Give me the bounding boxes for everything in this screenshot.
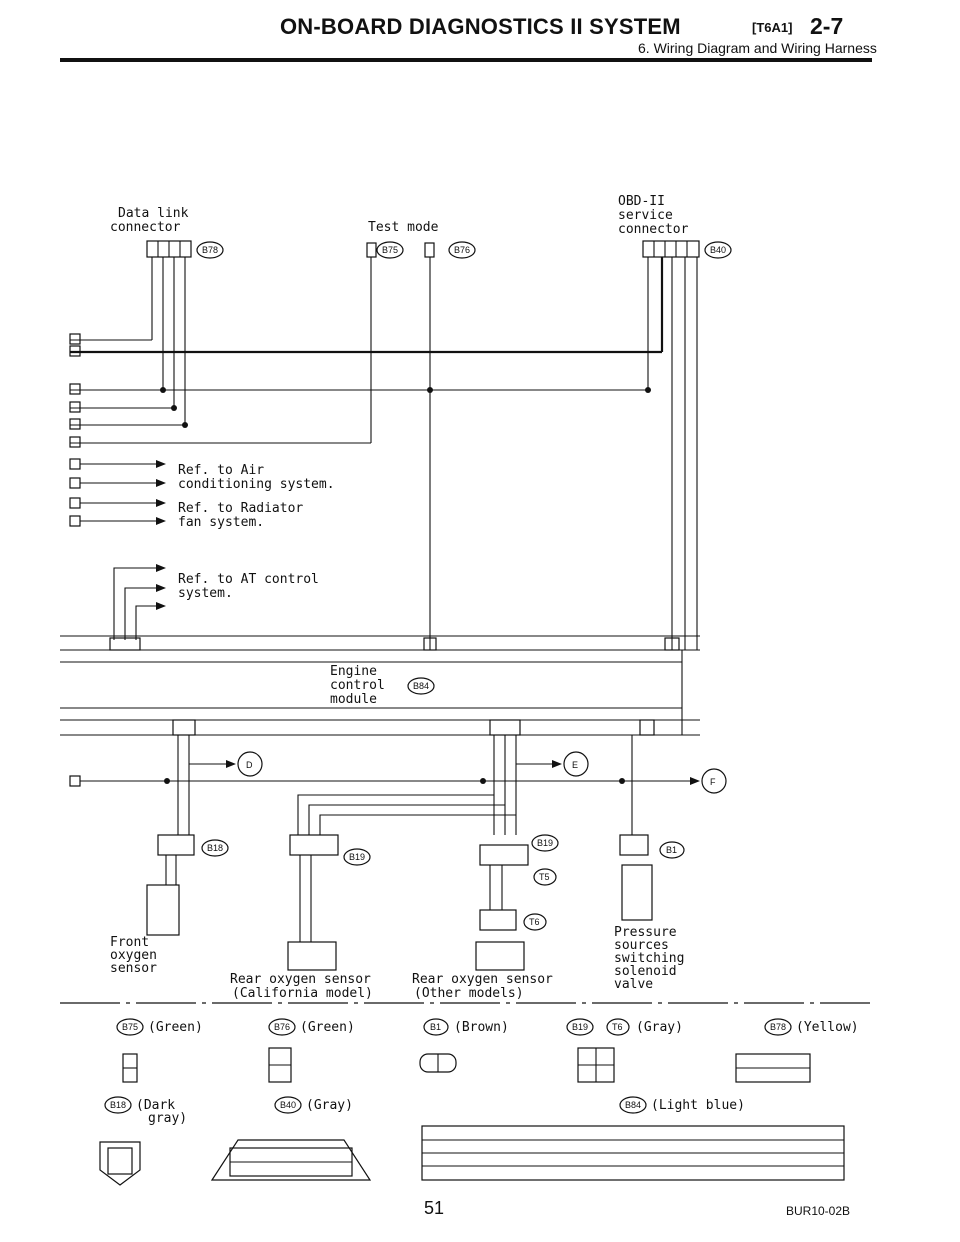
connector-b40-badge [704, 241, 732, 259]
test-mode-b76-terminal [424, 242, 435, 258]
svg-text:B1: B1 [430, 1022, 441, 1032]
svg-text:B75: B75 [122, 1022, 138, 1032]
rear-sensor-other [475, 941, 525, 971]
connector-b76-label: B76 [454, 245, 470, 255]
svg-text:B19: B19 [572, 1022, 588, 1032]
page-number: 51 [424, 1198, 445, 1218]
rear-cal-label: Rear oxygen sensor [230, 972, 371, 987]
junction-d-label: D [246, 760, 253, 770]
page-ref: 2-7 [810, 13, 844, 39]
junction-d [237, 751, 263, 777]
legend-b76: (Green) [300, 1020, 355, 1035]
legend-b78: (Yellow) [796, 1020, 859, 1035]
pressure-label-4: solenoid [614, 964, 677, 979]
pressure-label-3: switching [614, 951, 684, 966]
front-sensor-label: Front [110, 935, 149, 950]
test-mode-label: Test mode [368, 220, 439, 235]
svg-text:B1: B1 [666, 845, 677, 855]
page-subtitle: 6. Wiring Diagram and Wiring Harness [638, 40, 877, 56]
svg-text:B84: B84 [625, 1100, 641, 1110]
legend-b18: (Dark [136, 1098, 175, 1113]
ref-radiator-label-2: fan system. [178, 515, 264, 530]
junction-f [701, 768, 727, 794]
svg-text:B19: B19 [537, 838, 553, 848]
junction-e [563, 751, 589, 777]
ref-at-label: Ref. to AT control [178, 572, 319, 587]
svg-text:T6: T6 [529, 917, 540, 927]
connector-b78-label: B78 [202, 245, 218, 255]
connector-b75-label: B75 [382, 245, 398, 255]
legend-b18-2: gray) [148, 1111, 187, 1126]
page-title: ON-BOARD DIAGNOSTICS II SYSTEM [280, 14, 681, 39]
section-code: [T6A1] [752, 20, 793, 35]
junction-e-label: E [572, 760, 578, 770]
ref-air-label-2: conditioning system. [178, 477, 335, 492]
svg-text:B19: B19 [349, 852, 365, 862]
front-oxygen-sensor [146, 884, 180, 936]
ecm-label: Engine [330, 664, 377, 679]
junction-f-label: F [710, 777, 716, 787]
connector-b18-label: B18 [207, 843, 223, 853]
pressure-label-5: valve [614, 977, 653, 992]
svg-text:T5: T5 [539, 872, 550, 882]
obd-label: OBD-II [618, 194, 665, 209]
connector-b76-badge [448, 241, 476, 259]
obd-label-2: service [618, 208, 673, 223]
connector-b19-cal [289, 834, 339, 856]
connector-b1 [619, 834, 649, 856]
ecm-label-2: control [330, 678, 385, 693]
svg-text:B40: B40 [280, 1100, 296, 1110]
rear-cal-label-2: (California model) [232, 986, 373, 1001]
svg-text:B78: B78 [770, 1022, 786, 1032]
ref-radiator-label: Ref. to Radiator [178, 501, 303, 516]
front-sensor-label-3: sensor [110, 961, 157, 976]
pressure-solenoid [621, 864, 653, 921]
legend-b84: (Light blue) [651, 1098, 745, 1113]
test-mode-b75-terminal [366, 242, 377, 258]
ref-air-label: Ref. to Air [178, 463, 264, 478]
data-link-label: Data link [118, 206, 189, 221]
rear-other-label-2: (Other models) [414, 986, 524, 1001]
svg-text:B76: B76 [274, 1022, 290, 1032]
ref-at-label-2: system. [178, 586, 233, 601]
ecm-label-3: module [330, 692, 377, 707]
front-sensor-label-2: oxygen [110, 948, 157, 963]
doc-ref: BUR10-02B [786, 1204, 851, 1218]
data-link-label-2: connector [110, 220, 181, 235]
legend-b19-t6: (Gray) [636, 1020, 683, 1035]
svg-text:T6: T6 [612, 1022, 623, 1032]
connector-b84-label: B84 [413, 681, 429, 691]
connector-b40-label: B40 [710, 245, 726, 255]
connector-b78-badge [196, 241, 224, 259]
legend-b1: (Brown) [454, 1020, 509, 1035]
connector-b75-badge [376, 241, 404, 259]
rear-sensor-california [287, 941, 337, 971]
obd-connector [642, 240, 700, 258]
svg-text:B18: B18 [110, 1100, 126, 1110]
rear-other-label: Rear oxygen sensor [412, 972, 553, 987]
connector-b84-badge [407, 677, 435, 695]
legend-b40: (Gray) [306, 1098, 353, 1113]
pressure-label: Pressure [614, 925, 677, 940]
connector-b18 [157, 834, 195, 856]
pressure-label-2: sources [614, 938, 669, 953]
legend-b75: (Green) [148, 1020, 203, 1035]
connector-b18-badge [201, 839, 229, 857]
obd-label-3: connector [618, 222, 689, 237]
header-rule [60, 58, 872, 62]
connector-b19-other [479, 844, 529, 866]
